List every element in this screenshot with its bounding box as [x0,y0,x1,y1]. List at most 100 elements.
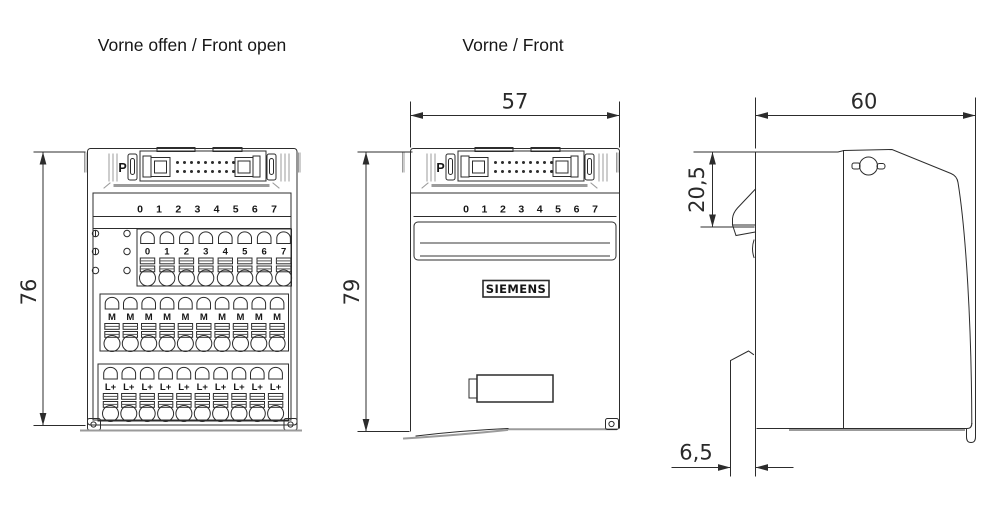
channel-number: 1 [481,204,487,216]
connector-pin [183,170,186,173]
terminal-arch [214,296,230,310]
terminal-unit: M [103,296,121,352]
rear-foot [966,428,976,444]
connector-pin [197,161,200,164]
arrow-left [410,112,423,119]
terminal-unit: 2 [177,231,195,287]
screw-opening [212,405,230,422]
connector-pin [211,170,214,173]
terminal-arch [158,366,173,380]
connector-pin [176,161,179,164]
terminal-unit: L+ [267,366,285,422]
connector-pin [508,161,511,164]
terminal-label: 6 [262,247,267,258]
terminal-arch [237,231,252,244]
terminal-label: M [163,312,171,323]
arrow-down [362,419,370,432]
terminal-arch [251,296,267,310]
screw-opening [255,269,273,287]
channel-number: 0 [137,204,143,216]
terminal-arch [218,231,233,244]
terminal-arch [233,296,248,310]
terminal-unit: M [176,296,194,352]
channel-number: 6 [574,204,580,216]
screw-opening [102,405,119,422]
terminal-unit: M [158,296,176,352]
connector-pin [218,170,221,173]
front-outline [410,148,620,432]
side-view: 60 20,5 6,5 [671,90,976,477]
connector-pin [204,161,207,164]
terminal-label: M [145,312,153,323]
arrow-up [362,152,370,165]
terminal-label: M [218,312,226,323]
terminal-arch [103,366,118,380]
terminal-label: 2 [184,247,189,258]
terminal-label: 3 [203,247,208,258]
terminal-label: L+ [233,382,245,393]
screw-opening [267,405,285,422]
terminal-label: M [108,312,116,323]
screw-opening [195,335,213,352]
terminal-label: 1 [164,247,170,258]
terminal-unit: L+ [212,366,230,422]
connector-pin [543,161,546,164]
channel-number: 1 [156,204,162,216]
terminal-arch [139,366,155,380]
front-open-title: Vorne offen / Front open [98,35,286,55]
terminal-unit: 4 [216,231,234,287]
dim-text-6-5: 6,5 [679,441,712,465]
dim-text-79: 79 [340,279,364,306]
arrow-down [39,413,47,426]
terminal-arch [179,231,194,244]
terminal-arch [178,296,193,310]
channel-number: 4 [214,204,220,216]
terminal-unit: M [232,296,249,352]
connector-pin [218,161,221,164]
terminal-label: M [126,312,134,323]
connector-pin [211,161,214,164]
screw-opening [138,405,156,422]
terminal-unit: M [195,296,213,352]
terminal-unit: L+ [193,366,211,422]
terminal-arch [213,366,228,380]
terminal-label: M [181,312,189,323]
fixing-screw [851,156,886,176]
terminal-label: M [200,312,208,323]
front-open-view: Vorne offen / Front open [17,35,302,432]
channel-number: 5 [233,204,239,216]
terminal-label: L+ [105,382,117,393]
terminal-label: 0 [145,247,150,258]
side-bottom-edge [756,422,973,429]
terminal-arch [250,366,265,380]
dim-text-76: 76 [17,279,41,306]
power-terminal-block [97,363,289,422]
connector-pin [550,161,553,164]
connector-pin [197,170,200,173]
terminal-unit: M [140,296,158,352]
connector-pin [515,161,518,164]
terminal-arch [121,366,137,380]
terminal-unit: L+ [175,366,193,422]
terminal-unit: M [268,296,286,352]
connector-p-label: P [118,161,126,175]
dim-hook-offset: 20,5 [685,151,755,228]
front-connector-bay [402,147,619,189]
din-rail-hook-top [731,188,757,259]
screw-opening [158,335,176,352]
screw-opening [140,335,158,352]
terminal-arch [123,296,138,310]
screw-opening [232,335,249,352]
connector-pin [536,161,539,164]
terminal-unit: 6 [255,231,273,287]
screw-opening [248,405,266,422]
terminal-unit: L+ [248,366,266,422]
dim-text-57: 57 [502,90,529,114]
terminal-label: L+ [197,382,209,393]
terminal-label: M [237,312,245,323]
terminal-arch [141,296,156,310]
dim-front-width: 57 [410,90,620,148]
bottom-skirt [402,418,619,440]
connector-pin [225,170,228,173]
connector-pin [225,161,228,164]
